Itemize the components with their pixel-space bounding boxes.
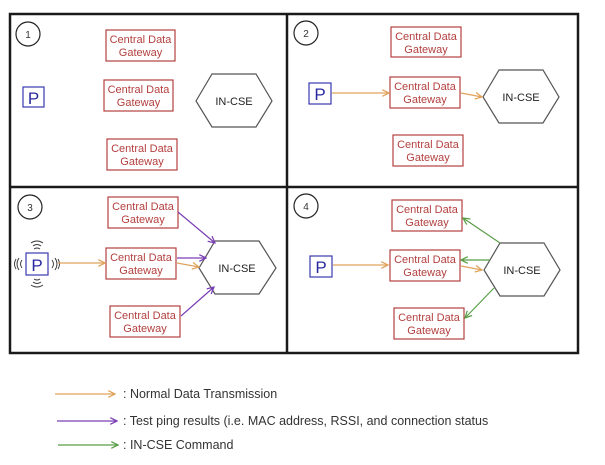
p-device: P: [308, 82, 332, 105]
outer-frame: [8, 12, 580, 355]
legend-item-normal-data: : Normal Data Transmission: [55, 387, 277, 401]
svg-text:P: P: [28, 89, 39, 108]
svg-text:Central Data: Central Data: [396, 204, 459, 216]
panel-number: 2: [303, 29, 309, 40]
gateway-top: Central Data Gateway: [391, 199, 463, 232]
svg-text:Gateway: Gateway: [406, 152, 450, 164]
svg-text:P: P: [315, 258, 326, 277]
svg-text:: Test ping results (i.e. MAC: : Test ping results (i.e. MAC address, R…: [123, 414, 488, 428]
svg-text:P: P: [314, 85, 325, 104]
svg-text:Gateway: Gateway: [404, 44, 448, 56]
gateway-bottom: Central Data Gateway: [106, 138, 178, 171]
svg-text:Gateway: Gateway: [407, 325, 451, 337]
gateway-middle: Central Data Gateway: [389, 76, 461, 109]
svg-text:Gateway: Gateway: [120, 156, 164, 168]
gateway-top: Central Data Gateway: [105, 29, 176, 62]
signal-waves-icon: [14, 240, 60, 288]
in-cse-node: IN-CSE: [483, 242, 561, 297]
normal-data-arrow: [460, 93, 482, 97]
svg-text:IN-CSE: IN-CSE: [218, 263, 255, 275]
gateway-bottom: Central Data Gateway: [392, 134, 464, 167]
svg-text:Central Data: Central Data: [394, 254, 457, 266]
panel-number-badge: [293, 20, 319, 46]
svg-text:Central Data: Central Data: [397, 139, 460, 151]
svg-text:IN-CSE: IN-CSE: [215, 96, 252, 108]
in-cse-node: IN-CSE: [195, 73, 273, 128]
svg-text:Central Data: Central Data: [110, 252, 173, 264]
svg-text:IN-CSE: IN-CSE: [502, 92, 539, 104]
panel-3: 3 P Central Data Gateway Central Data Ga…: [14, 194, 277, 338]
in-cse-node: IN-CSE: [482, 69, 560, 124]
panel-2: 2 P Central Data Gateway Central Data Ga…: [293, 20, 560, 167]
in-cse-command-arrow: [465, 287, 495, 318]
svg-text:Central Data: Central Data: [398, 312, 461, 324]
svg-text:Gateway: Gateway: [119, 265, 163, 277]
svg-text:Central Data: Central Data: [395, 31, 458, 43]
legend-item-command: : IN-CSE Command: [58, 438, 233, 452]
panel-4: 4 P Central Data Gateway Central Data Ga…: [293, 193, 561, 340]
svg-text:Central Data: Central Data: [110, 34, 173, 46]
test-ping-arrow: [180, 287, 214, 317]
test-ping-arrow: [177, 211, 215, 243]
svg-text:: Normal Data Transmission: : Normal Data Transmission: [123, 387, 277, 401]
panel-number: 4: [303, 202, 309, 213]
panel-number: 1: [25, 30, 31, 41]
svg-text:Central Data: Central Data: [112, 201, 175, 213]
svg-text:Central Data: Central Data: [108, 84, 171, 96]
panel-1: 1 P Central Data Gateway Central Data Ga…: [15, 21, 273, 171]
svg-text:Gateway: Gateway: [119, 47, 163, 59]
p-device: P: [22, 86, 45, 108]
normal-data-arrow: [460, 266, 482, 270]
gateway-middle: Central Data Gateway: [103, 79, 174, 112]
normal-data-arrow: [176, 263, 199, 267]
panel-number-badge: [293, 193, 319, 219]
gateway-middle: Central Data Gateway: [105, 247, 177, 280]
gateway-middle: Central Data Gateway: [389, 249, 461, 282]
svg-text:Gateway: Gateway: [403, 94, 447, 106]
gateway-bottom: Central Data Gateway: [393, 307, 465, 340]
p-device: P: [309, 255, 333, 278]
svg-text:Gateway: Gateway: [121, 214, 165, 226]
svg-text:: IN-CSE Command: : IN-CSE Command: [123, 438, 233, 452]
svg-text:Gateway: Gateway: [405, 217, 449, 229]
svg-text:Central Data: Central Data: [394, 81, 457, 93]
panel-number: 3: [27, 203, 33, 214]
p-device-broadcasting: P: [14, 240, 60, 288]
legend-item-test-ping: : Test ping results (i.e. MAC address, R…: [57, 414, 488, 428]
legend: : Normal Data Transmission : Test ping r…: [55, 387, 488, 452]
svg-text:IN-CSE: IN-CSE: [503, 265, 540, 277]
gateway-bottom: Central Data Gateway: [109, 305, 181, 338]
gateway-top: Central Data Gateway: [390, 26, 462, 58]
in-cse-command-arrow: [463, 218, 501, 244]
svg-text:Gateway: Gateway: [117, 97, 161, 109]
svg-text:Gateway: Gateway: [403, 267, 447, 279]
svg-text:Gateway: Gateway: [123, 323, 167, 335]
panel-number-badge: [17, 194, 43, 220]
in-cse-node: IN-CSE: [198, 240, 277, 295]
svg-text:Central Data: Central Data: [111, 143, 174, 155]
svg-text:P: P: [31, 256, 42, 275]
svg-text:Central Data: Central Data: [114, 310, 177, 322]
panel-number-badge: [15, 21, 41, 47]
gateway-top: Central Data Gateway: [107, 196, 179, 229]
